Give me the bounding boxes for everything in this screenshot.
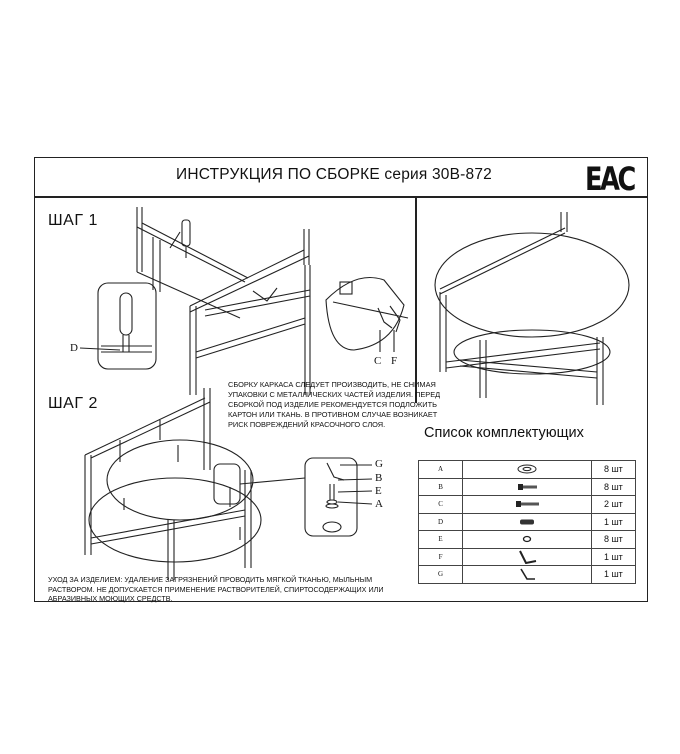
step2-bolt-detail xyxy=(304,457,373,537)
part-qty: 8 шт xyxy=(590,477,637,496)
part-letter: E xyxy=(417,530,464,549)
part-letter: A xyxy=(417,460,464,479)
part-qty: 1 шт xyxy=(590,565,637,584)
table-row: B 8 шт xyxy=(417,477,637,496)
finished-table-drawing xyxy=(434,212,630,405)
assembly-note: СБОРКУ КАРКАСА СЛЕДУЕТ ПРОИЗВОДИТЬ, НЕ С… xyxy=(228,380,441,429)
callout-g: G xyxy=(375,458,383,470)
part-qty: 1 шт xyxy=(590,547,637,566)
dowel-icon xyxy=(462,512,592,531)
care-note: УХОД ЗА ИЗДЕЛИЕМ: УДАЛЕНИЕ ЗАГРЯЗНЕНИЙ П… xyxy=(48,575,384,603)
panel-divider xyxy=(415,196,417,403)
callout-c: C xyxy=(374,355,382,367)
callout-a: A xyxy=(375,498,383,510)
part-letter: B xyxy=(417,477,464,496)
part-letter: D xyxy=(417,512,464,531)
parts-list-title: Список комплектующих xyxy=(424,425,584,441)
step1-bolt-detail xyxy=(325,276,409,352)
table-row: C 2 шт xyxy=(417,495,637,514)
part-qty: 8 шт xyxy=(590,460,637,479)
callout-f: F xyxy=(391,355,398,367)
part-letter: F xyxy=(417,547,464,566)
table-row: G 1 шт xyxy=(417,565,637,584)
long-bolt-icon xyxy=(462,495,592,514)
header-divider xyxy=(34,196,648,198)
table-row: A 8 шт xyxy=(417,460,637,479)
parts-table: A 8 шт B 8 шт C 2 шт D 1 шт E 8 шт F xyxy=(417,460,637,584)
step-1-label: ШАГ 1 xyxy=(48,212,98,229)
part-qty: 2 шт xyxy=(590,495,637,514)
callout-d: D xyxy=(70,342,78,354)
part-letter: C xyxy=(417,495,464,514)
ring-icon xyxy=(462,530,592,549)
hex-key-large-icon xyxy=(462,547,592,566)
callout-b: B xyxy=(375,472,383,484)
step1-dowel-detail xyxy=(79,282,157,370)
part-letter: G xyxy=(417,565,464,584)
step2-assembly-drawing xyxy=(84,388,306,580)
page-title: ИНСТРУКЦИЯ ПО СБОРКЕ серия 30В-872 xyxy=(176,166,492,183)
table-row: E 8 шт xyxy=(417,530,637,549)
part-qty: 1 шт xyxy=(590,512,637,531)
step-2-label: ШАГ 2 xyxy=(48,395,98,412)
table-row: F 1 шт xyxy=(417,547,637,566)
eac-mark: EAC xyxy=(585,160,636,198)
instruction-sheet xyxy=(34,157,648,602)
hex-key-small-icon xyxy=(462,565,592,584)
table-row: D 1 шт xyxy=(417,512,637,531)
callout-e: E xyxy=(375,485,382,497)
bolt-icon xyxy=(462,477,592,496)
washer-icon xyxy=(462,460,592,479)
step1-frame-drawing xyxy=(136,207,311,395)
part-qty: 8 шт xyxy=(590,530,637,549)
